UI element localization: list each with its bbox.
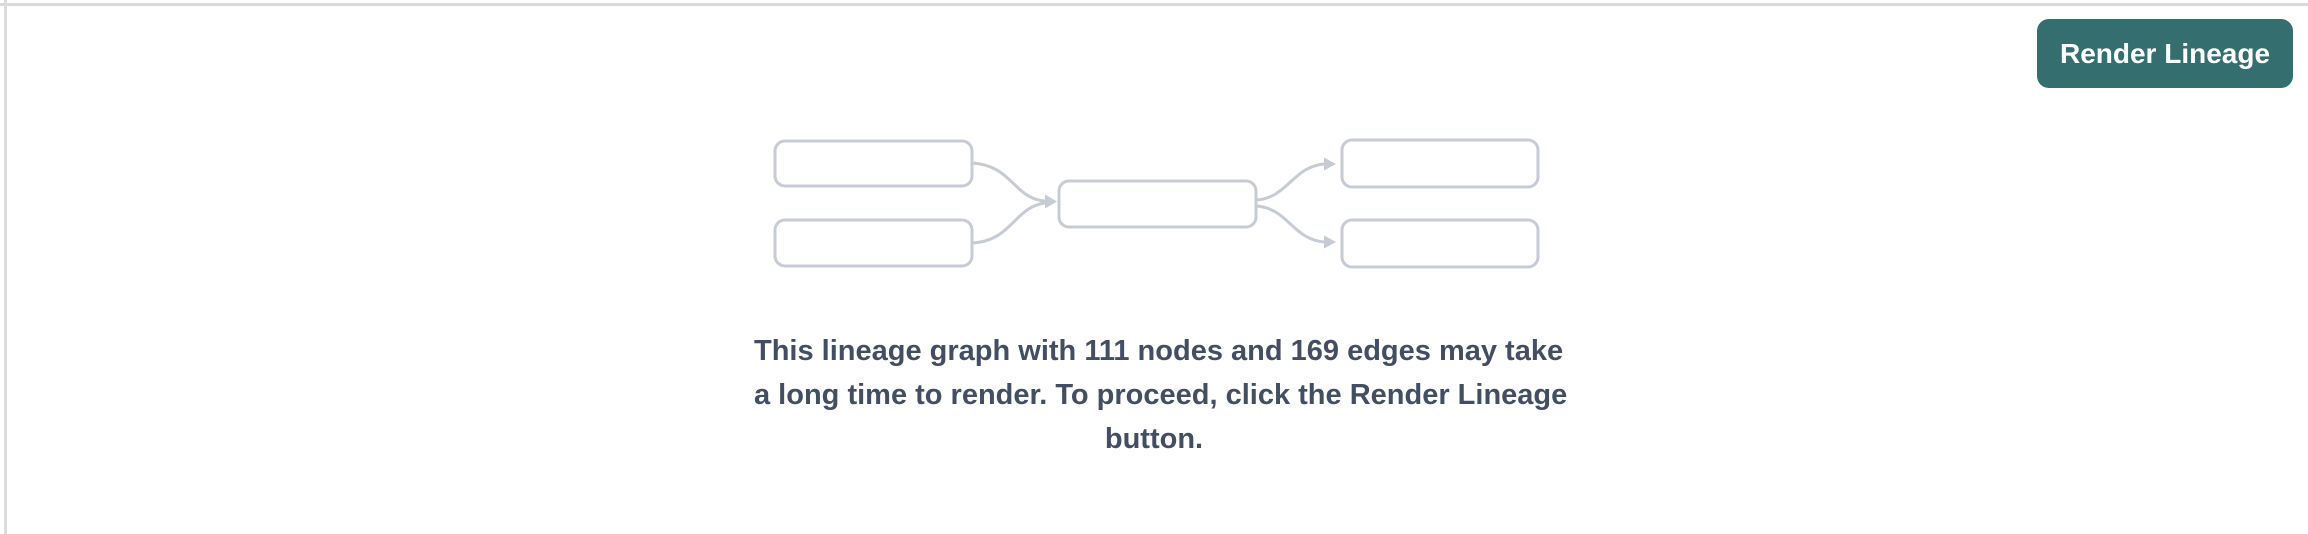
render-lineage-button[interactable]: Render Lineage xyxy=(2037,19,2293,88)
preview-edge xyxy=(970,161,1047,203)
preview-node-source-top xyxy=(773,139,974,188)
preview-node-target-bottom xyxy=(1340,218,1540,269)
render-warning-line: button. xyxy=(1104,423,1204,455)
lineage-placeholder: This lineage graph with 111 nodes and 16… xyxy=(754,133,1568,461)
preview-edge xyxy=(1254,204,1326,244)
arrowhead-icon xyxy=(1045,194,1057,209)
arrowhead-icon xyxy=(1324,235,1336,249)
preview-node-middle xyxy=(1057,179,1258,229)
render-warning-line: This lineage graph with 111 nodes and 16… xyxy=(754,335,1564,367)
preview-edge xyxy=(1254,162,1326,202)
preview-node-source-bottom xyxy=(773,218,974,268)
top-border xyxy=(0,3,2308,6)
arrowhead-icon xyxy=(1324,157,1336,171)
render-warning-line: a long time to render. To proceed, click… xyxy=(754,379,1568,411)
preview-edge xyxy=(970,201,1047,245)
lineage-preview-diagram xyxy=(773,138,1540,269)
preview-node-target-top xyxy=(1340,138,1540,189)
render-warning-message: This lineage graph with 111 nodes and 16… xyxy=(754,329,1568,461)
left-border xyxy=(4,0,7,534)
